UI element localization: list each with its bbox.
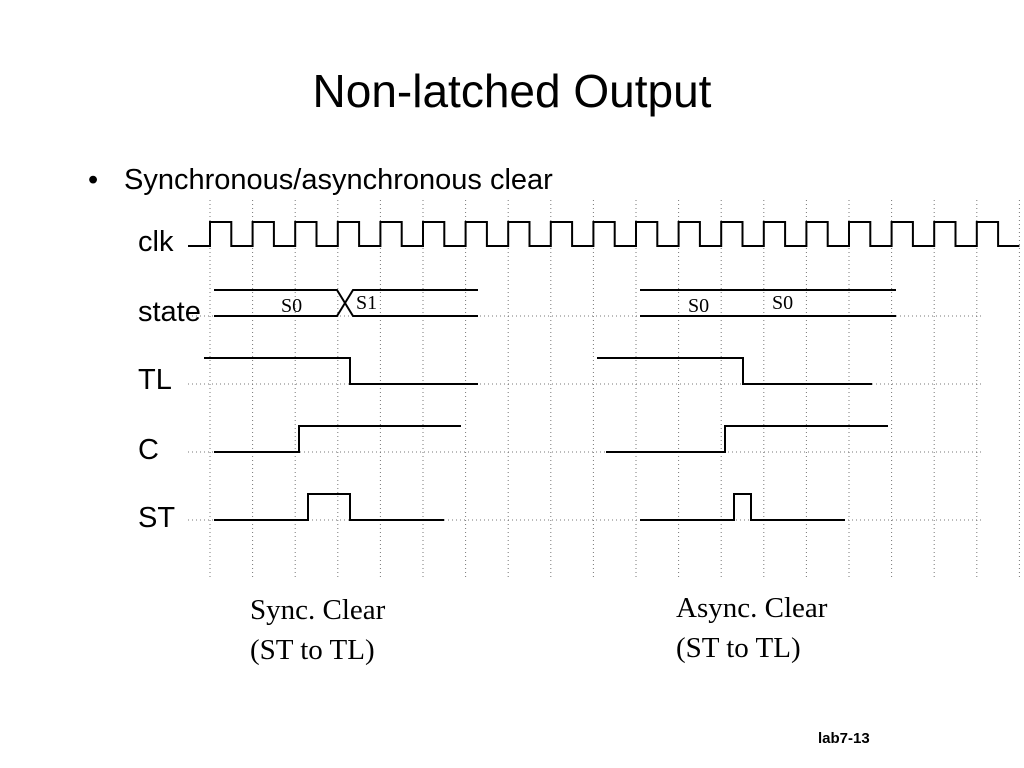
st-waveform-async [640,493,845,521]
state-value-s0-async-b: S0 [772,292,793,314]
horizontal-grid [188,315,982,521]
signal-label-st: ST [138,502,176,534]
sync-caption-line2: (ST to TL) [250,634,375,666]
signal-label-tl: TL [138,364,172,396]
c-waveform-sync [214,425,461,453]
st-waveform-sync [214,493,444,521]
signal-label-clk: clk [138,226,174,258]
clk-waveform [188,221,1020,247]
async-caption-line2: (ST to TL) [676,632,801,664]
state-value-s0-async-a: S0 [688,295,709,317]
state-waveform-sync [214,289,478,317]
state-value-s0-sync: S0 [281,295,302,317]
slide-footer: lab7-13 [818,730,870,747]
bullet-item: • Synchronous/asynchronous clear [88,164,553,197]
tl-waveform-sync [204,357,478,385]
vertical-grid [209,200,1020,580]
c-waveform-async [606,425,888,453]
tl-waveform-async [597,357,872,385]
bullet-text: Synchronous/asynchronous clear [124,164,553,196]
async-clear-caption: Async. Clear (ST to TL) [676,588,827,668]
sync-caption-line1: Sync. Clear [250,594,386,626]
sync-clear-caption: Sync. Clear (ST to TL) [250,590,385,670]
slide-title: Non-latched Output [312,65,712,117]
bullet-dot-icon: • [88,164,99,196]
state-waveform-async [640,289,896,317]
signal-label-c: C [138,434,159,466]
state-value-s1-sync: S1 [356,292,377,314]
async-caption-line1: Async. Clear [676,592,828,624]
signal-label-state: state [138,296,201,328]
